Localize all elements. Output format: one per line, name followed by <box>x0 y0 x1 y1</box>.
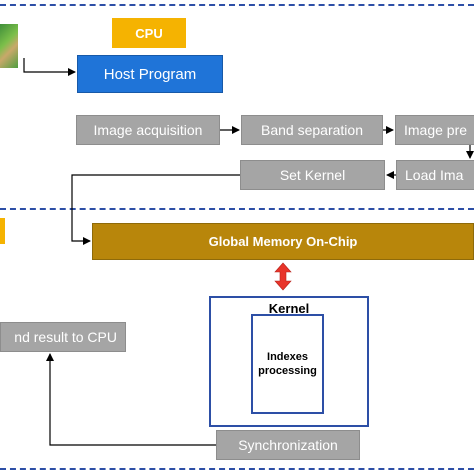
arrow-image-to-host <box>23 58 76 76</box>
global-memory-box: Global Memory On-Chip <box>92 223 474 260</box>
bottom-dashed-separator <box>0 468 474 470</box>
cpu-label: CPU <box>112 18 186 48</box>
set-kernel-box: Set Kernel <box>240 160 385 190</box>
top-dashed-separator <box>0 4 474 6</box>
indexes-label: Indexes <box>267 351 308 363</box>
memory-kernel-double-arrow <box>274 262 292 291</box>
load-image-box: Load Ima <box>396 160 474 190</box>
arrow-sync-to-result <box>46 353 216 446</box>
indexes-processing-box: Indexes processing <box>251 314 324 414</box>
synchronization-box: Synchronization <box>216 430 360 460</box>
kernel-title: Kernel <box>268 301 310 316</box>
send-result-to-cpu-box: nd result to CPU <box>0 322 126 352</box>
image-preprocessing-box: Image pre <box>395 115 474 145</box>
middle-dashed-separator <box>0 208 474 210</box>
gpu-label-tab <box>0 218 5 244</box>
arrow-setkernel-to-memory <box>71 174 240 245</box>
band-separation-box: Band separation <box>241 115 383 145</box>
host-program-box: Host Program <box>77 55 223 93</box>
processing-label: processing <box>258 365 317 377</box>
satellite-image-icon <box>0 24 18 68</box>
image-acquisition-box: Image acquisition <box>76 115 220 145</box>
